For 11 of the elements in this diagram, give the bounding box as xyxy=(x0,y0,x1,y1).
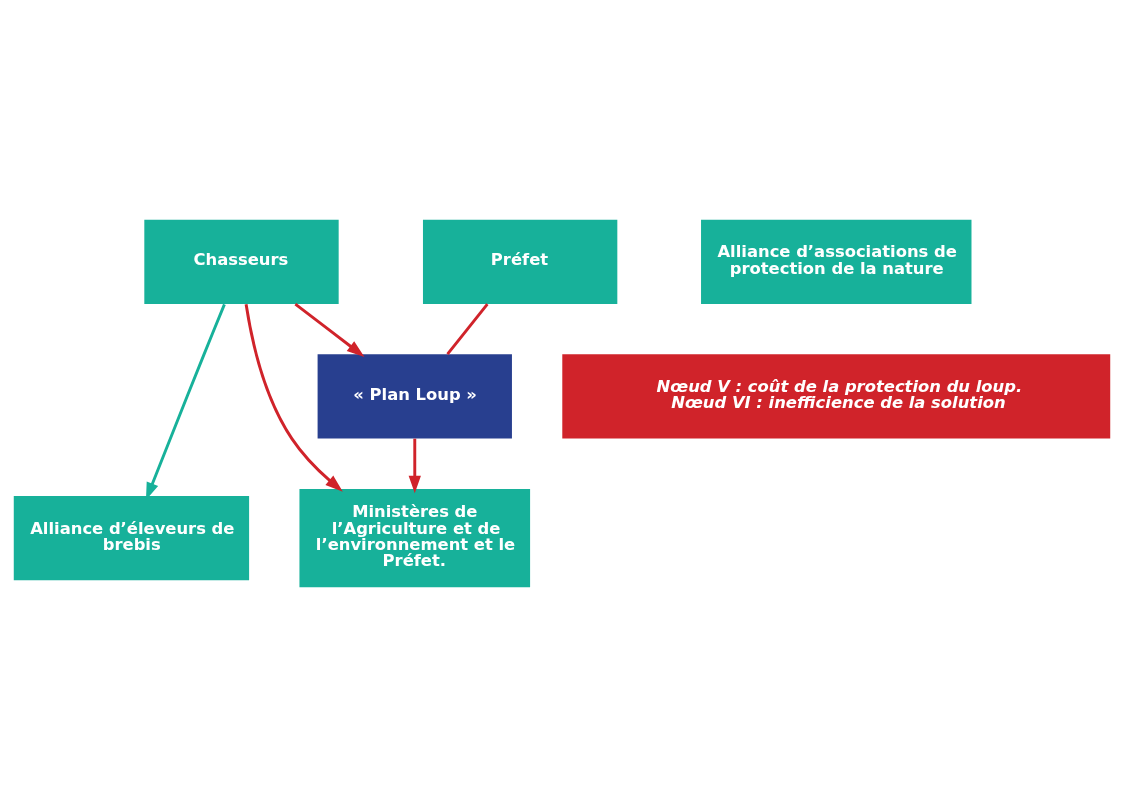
node-box: Préfet xyxy=(422,219,618,304)
arrow xyxy=(244,303,343,492)
node-box: Nœud V : coût de la protection du loup. Nœud VI : inefficience de la solution xyxy=(562,353,1111,439)
arrow xyxy=(408,438,421,493)
node-box: Alliance d’éleveurs de brebis xyxy=(13,495,250,580)
node-box: Chasseurs xyxy=(144,219,339,304)
node-box: Alliance d’associations de protection de la nature xyxy=(701,219,972,304)
node-box: « Plan Loup » xyxy=(317,353,512,439)
connector xyxy=(446,302,489,355)
node-box: Ministères de l’Agriculture et de l’environnement et le Préfet. xyxy=(299,488,531,587)
arrow xyxy=(294,302,365,357)
